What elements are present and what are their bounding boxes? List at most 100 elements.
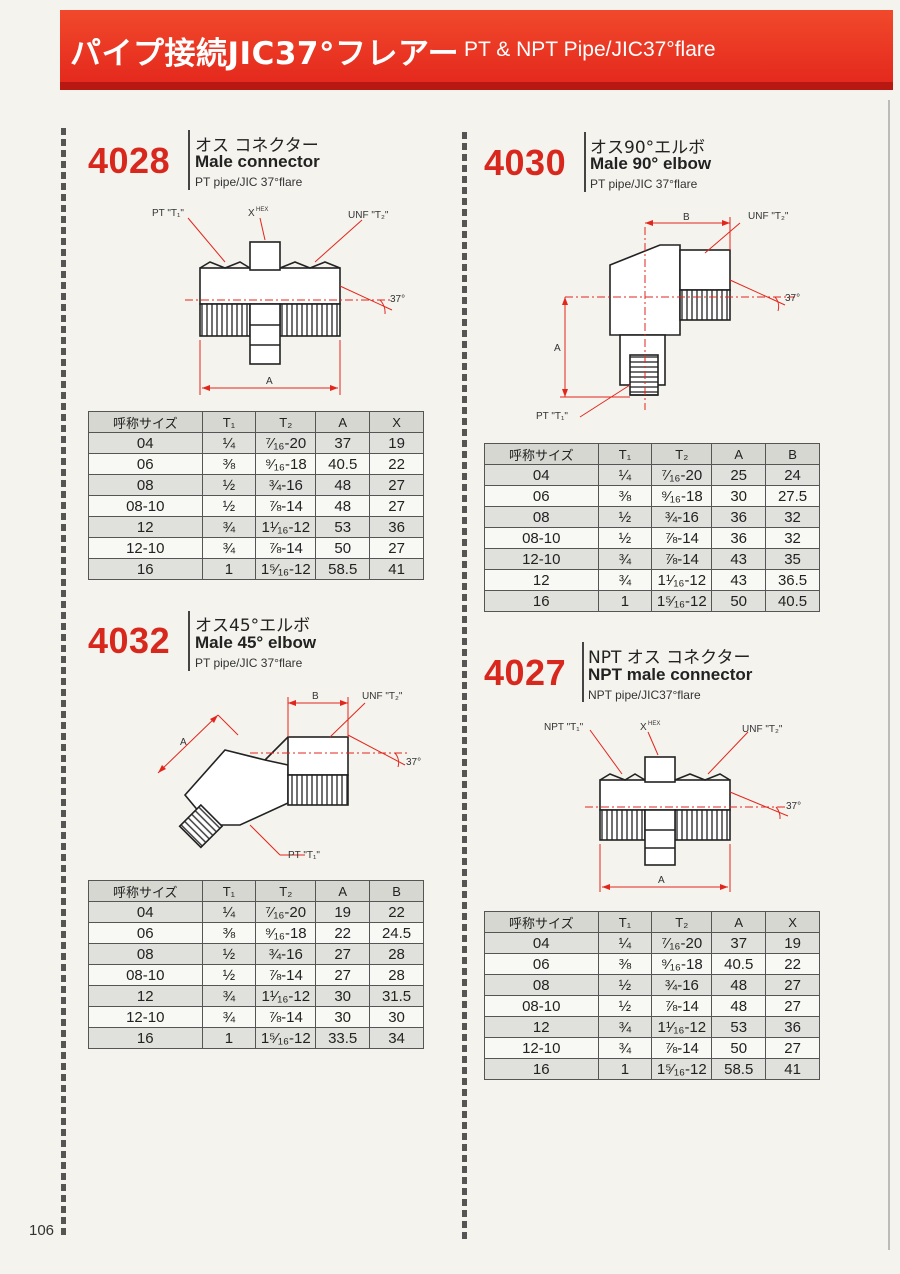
table-cell: 12-10	[484, 1037, 599, 1059]
table-cell: 22	[369, 453, 424, 475]
table-cell: 06	[484, 953, 599, 975]
table-cell: 48	[711, 974, 767, 996]
table-cell: ½	[201, 964, 257, 986]
header-b: B	[765, 443, 820, 465]
table-cell: ½	[597, 974, 653, 996]
center-dashed-rule	[462, 132, 467, 1242]
header-size: 呼称サイズ	[88, 411, 203, 433]
product-name-jp: オス90°エルボ	[590, 138, 706, 158]
table-cell: 08-10	[88, 495, 203, 517]
table-cell: 1⁵⁄₁₆-12	[651, 590, 713, 612]
header-title-jp: パイプ接続JIC37°フレアー	[70, 36, 460, 72]
table-cell: 41	[369, 558, 424, 580]
table-cell: 27	[765, 995, 820, 1017]
table-cell: 28	[369, 964, 424, 986]
header-title-en: PT & NPT Pipe/JIC37°flare	[464, 38, 716, 61]
table-cell: ¾	[201, 1006, 257, 1028]
product-code: 4030	[484, 142, 567, 183]
table-cell: 1	[597, 590, 653, 612]
table-cell: ⅞-14	[651, 527, 713, 549]
table-cell: 40.5	[711, 953, 767, 975]
table-cell: ⅜	[597, 485, 653, 507]
label-hex-sup: HEX	[648, 721, 660, 727]
table-cell: 27	[315, 943, 371, 965]
table-cell: ⁹⁄₁₆-18	[651, 485, 713, 507]
product-name-en: Male connector	[195, 152, 320, 171]
table-cell: 19	[369, 432, 424, 454]
table-cell: 04	[484, 464, 599, 486]
table-cell: 34	[369, 1027, 424, 1049]
table-cell: 27	[369, 537, 424, 559]
header-t2: T₂	[255, 880, 317, 902]
table-cell: 08	[484, 506, 599, 528]
table-cell: 27	[765, 974, 820, 996]
header-t2: T₂	[651, 443, 713, 465]
table-cell: ½	[597, 506, 653, 528]
header-t1: T₁	[201, 880, 257, 902]
table-cell: 04	[484, 932, 599, 954]
table-cell: 41	[765, 1058, 820, 1080]
table-header-row: 呼称サイズ T₁ T₂ A B	[88, 880, 424, 902]
table-cell: ⁷⁄₁₆-20	[255, 432, 317, 454]
table-cell: 50	[711, 590, 767, 612]
table-cell: 28	[369, 943, 424, 965]
table-cell: ⅞-14	[255, 495, 317, 517]
table-cell: ½	[201, 495, 257, 517]
table-cell: 43	[711, 548, 767, 570]
label-a: A	[554, 343, 561, 354]
table-cell: 58.5	[711, 1058, 767, 1080]
table-cell: 08	[88, 943, 203, 965]
label-hex: X	[248, 208, 255, 219]
table-cell: ⁷⁄₁₆-20	[651, 464, 713, 486]
table-cell: 40.5	[315, 453, 371, 475]
label-angle: 37°	[390, 294, 405, 305]
table-cell: 1	[597, 1058, 653, 1080]
table-cell: 33.5	[315, 1027, 371, 1049]
table-header-row: 呼称サイズ T₁ T₂ A X	[88, 411, 424, 433]
product-name-en: Male 45° elbow	[195, 633, 317, 652]
table-cell: 1⁵⁄₁₆-12	[255, 558, 317, 580]
product-code: 4027	[484, 652, 567, 693]
table-cell: ¾-16	[651, 506, 713, 528]
header-a: A	[711, 443, 767, 465]
table-cell: 24	[765, 464, 820, 486]
table-cell: ¼	[597, 464, 653, 486]
title-divider	[584, 132, 586, 192]
product-name-jp: NPT オス コネクター	[588, 648, 751, 668]
table-cell: ½	[201, 943, 257, 965]
table-header-row: 呼称サイズ T₁ T₂ A X	[484, 911, 820, 933]
table-cell: 40.5	[765, 590, 820, 612]
npt-male-connector-diagram: NPT "T₁" X HEX UNF "T₂" 37° A	[544, 721, 801, 892]
table-cell: 1¹⁄₁₆-12	[255, 516, 317, 538]
table-cell: 27	[369, 495, 424, 517]
table-cell: ½	[201, 474, 257, 496]
header-t1: T₁	[597, 911, 653, 933]
product-code: 4028	[88, 140, 171, 181]
table-cell: ⁹⁄₁₆-18	[255, 922, 317, 944]
label-hex: X	[640, 722, 647, 733]
table-cell: 16	[484, 590, 599, 612]
table-cell: 1	[201, 1027, 257, 1049]
table-cell: 12-10	[88, 1006, 203, 1028]
